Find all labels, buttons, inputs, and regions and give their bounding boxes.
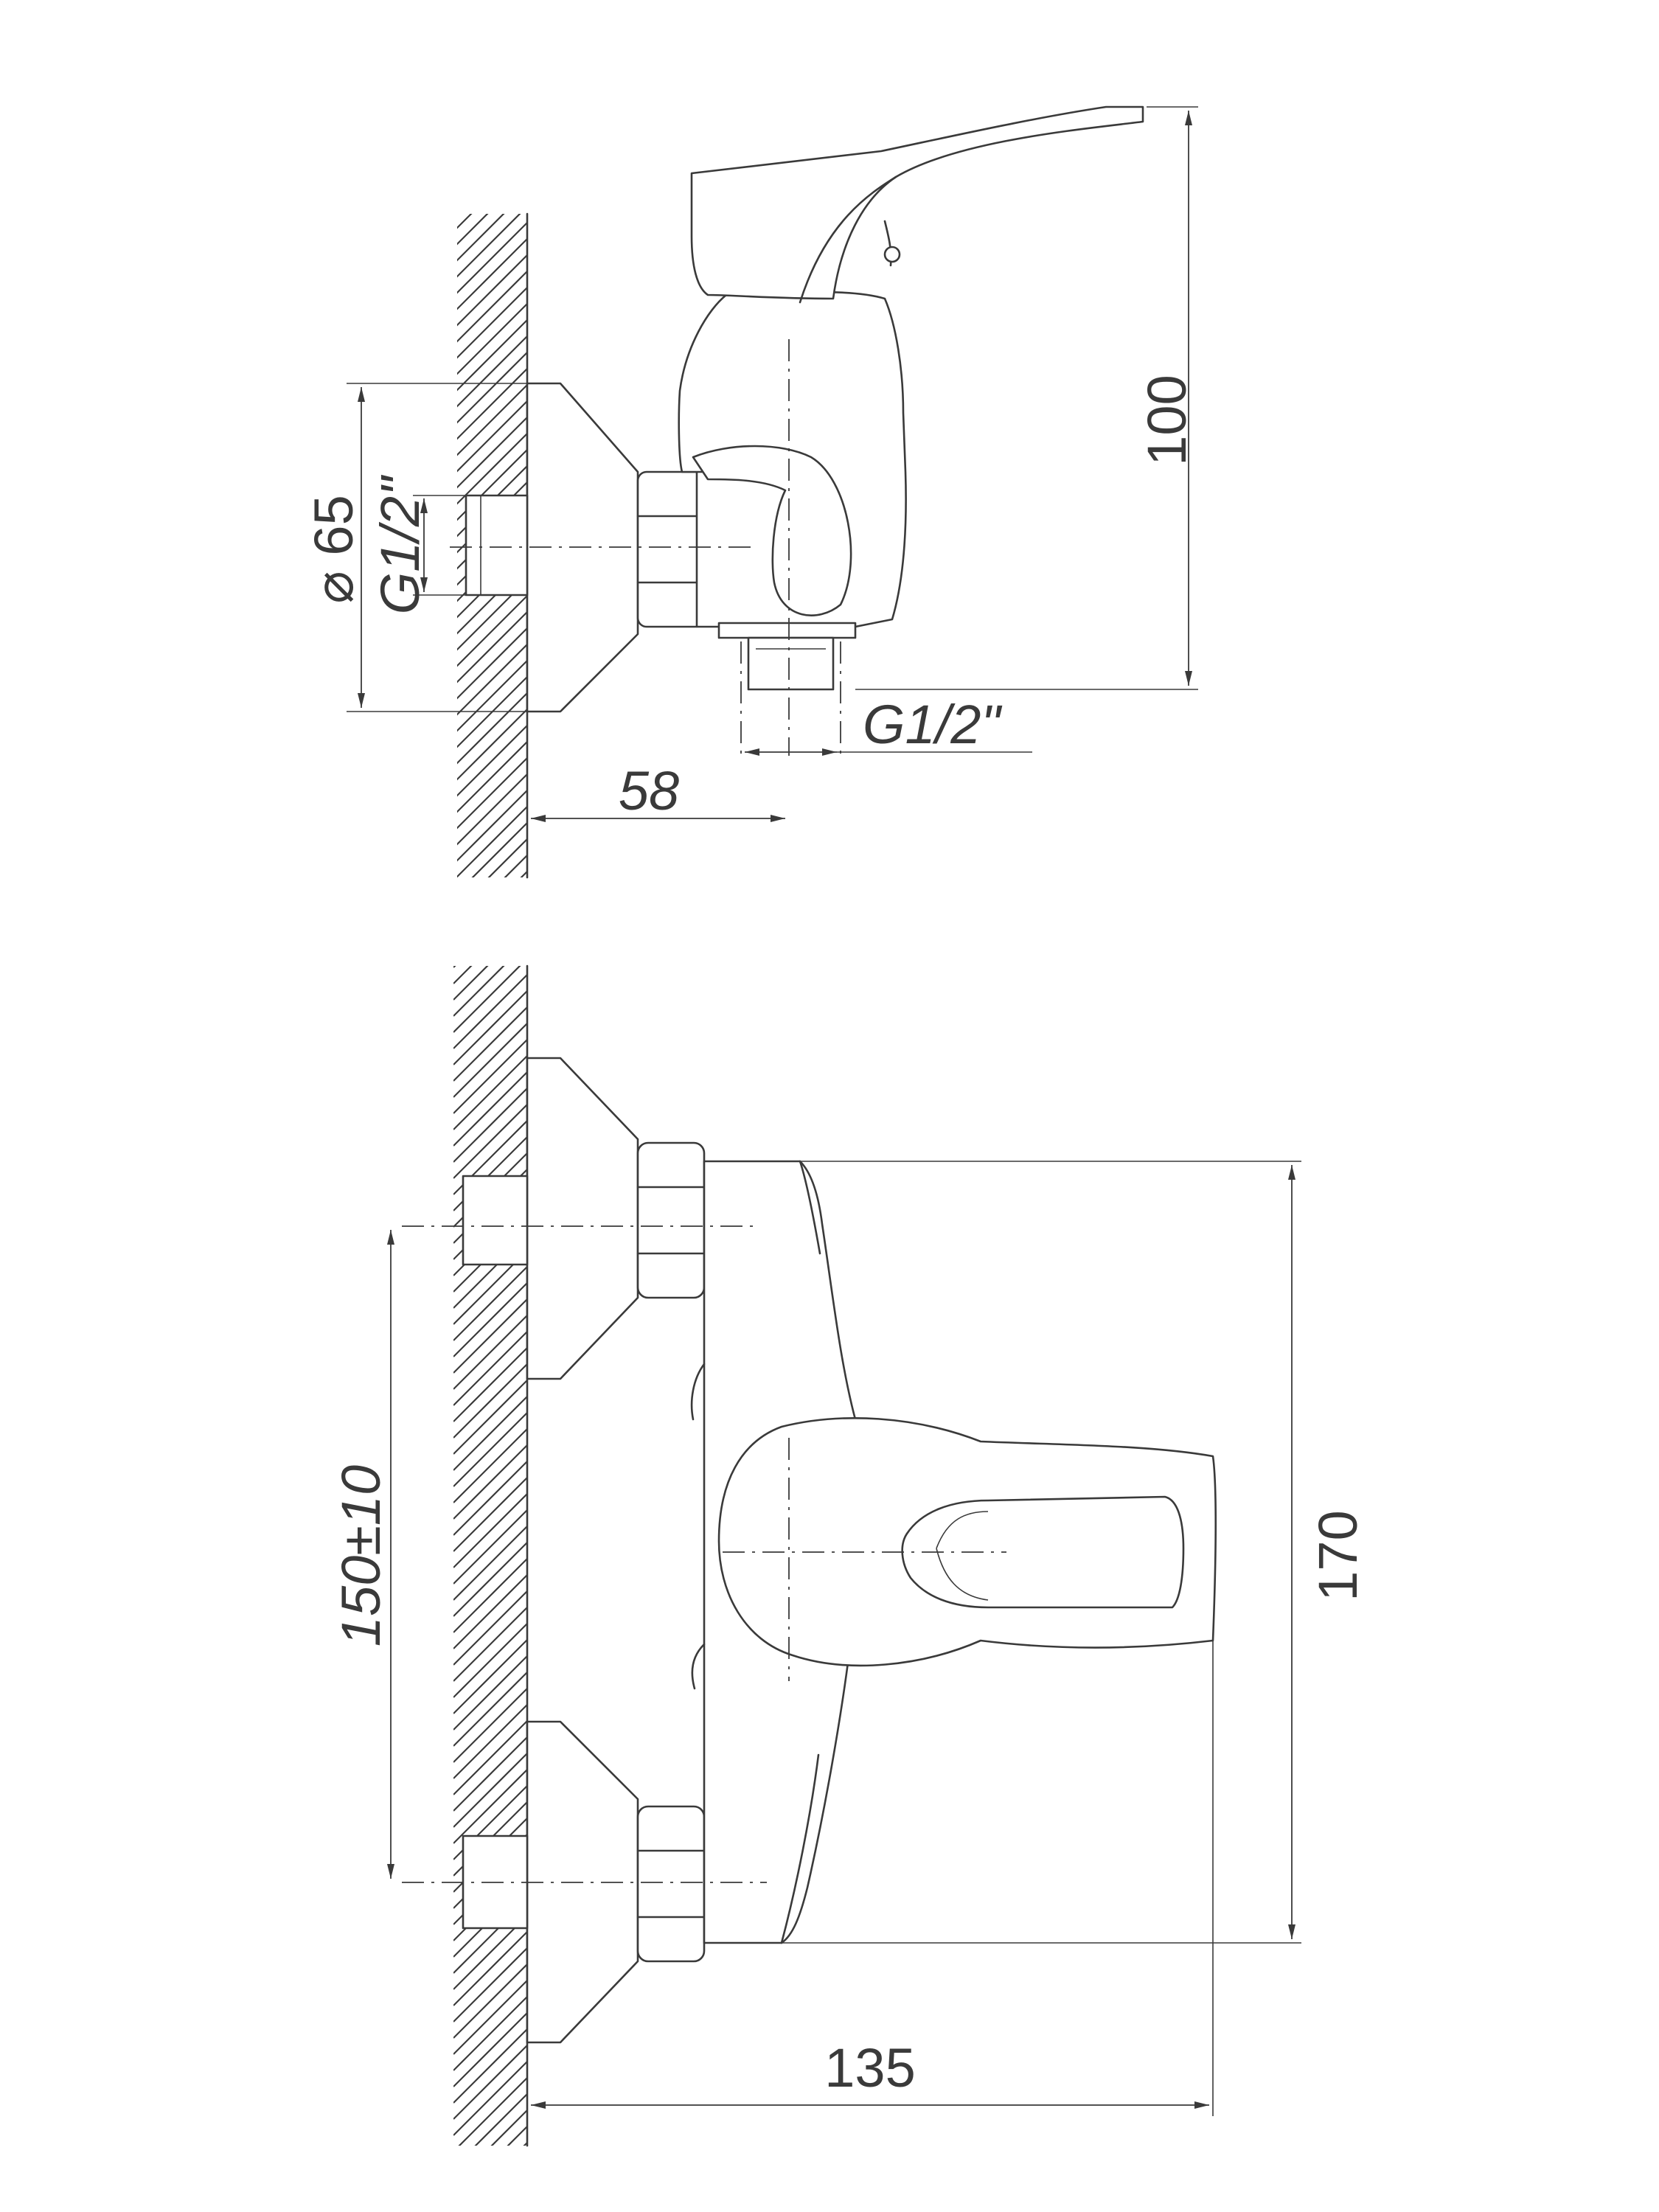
- dim-height-front: 170: [782, 1161, 1368, 1944]
- hex-nut-lower-front: [636, 1805, 706, 1963]
- outlet-base-side: [717, 622, 857, 639]
- dim-length-front: 135: [531, 1641, 1214, 2116]
- dim-depth-side-label: 58: [619, 760, 679, 821]
- dim-thread-outlet-side: G1/2": [745, 694, 1032, 756]
- dim-length-front-label: 135: [824, 2037, 915, 2098]
- wall-hatch-bottom: [453, 966, 527, 2146]
- dim-spacing-front: 150±10: [330, 1230, 394, 1879]
- hex-nut-side: [636, 470, 706, 628]
- dim-height-side: 100: [855, 106, 1198, 690]
- flange-upper-front: [526, 1057, 639, 1380]
- inlet-stub-upper-front: [462, 1175, 529, 1266]
- dim-thread-outlet-label: G1/2": [863, 694, 1003, 755]
- spout-inner-front: [901, 1495, 1185, 1609]
- inlet-stub-side: [465, 494, 529, 597]
- dim-depth-side: 58: [531, 760, 785, 822]
- dim-height-side-label: 100: [1136, 375, 1197, 465]
- dim-thread-inlet-side: G1/2": [369, 474, 466, 614]
- dim-diameter-side: ⌀ 65: [303, 383, 560, 712]
- front-view: 170 150±10 135: [330, 964, 1368, 2147]
- outlet-stub-side: [747, 636, 835, 691]
- dim-spacing-front-label: 150±10: [330, 1465, 392, 1646]
- dim-thread-inlet-label: G1/2": [369, 474, 431, 614]
- dim-diameter-side-label: ⌀ 65: [303, 495, 364, 603]
- spout-loop-side: [692, 445, 852, 616]
- side-view: 100 ⌀ 65 G1/2" G1/2" 58: [303, 105, 1198, 879]
- spout-front: [717, 1417, 1217, 1667]
- lever-body-side: [690, 105, 1144, 300]
- dim-height-front-label: 170: [1307, 1510, 1368, 1601]
- hex-nut-upper-front: [636, 1141, 706, 1299]
